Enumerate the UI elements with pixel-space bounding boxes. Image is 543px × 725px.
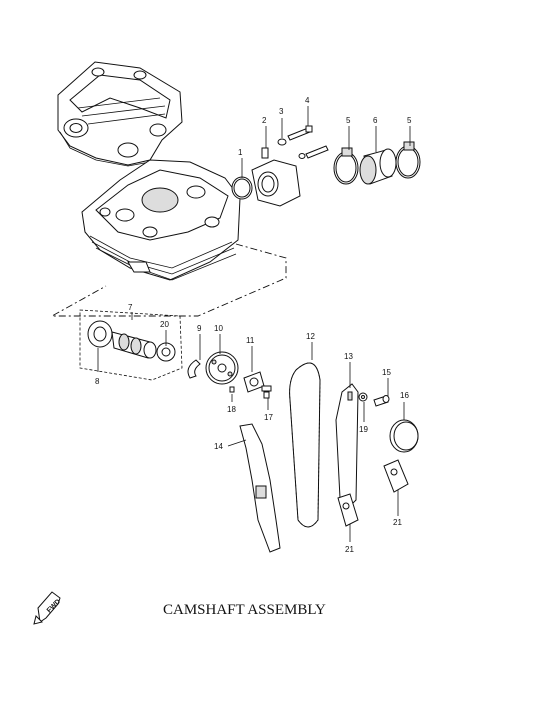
leader-lines bbox=[97, 106, 411, 542]
bolt-17 bbox=[261, 385, 272, 399]
plate-21b bbox=[337, 493, 359, 527]
cap-16 bbox=[389, 419, 419, 453]
bolt-4 bbox=[287, 125, 329, 159]
callout-15: 15 bbox=[382, 368, 391, 377]
callout-14: 14 bbox=[214, 442, 223, 451]
callout-16: 16 bbox=[400, 391, 409, 400]
timing-chain bbox=[289, 362, 321, 528]
intake-pipe-2 bbox=[251, 147, 301, 207]
fwd-arrow-icon: FWD bbox=[33, 591, 62, 625]
callout-7: 7 bbox=[128, 303, 133, 312]
callout-12: 12 bbox=[306, 332, 315, 341]
chain-tensioner-guide bbox=[335, 383, 359, 507]
callout-labels: 1 2 3 4 5 6 5 7 20 8 9 10 11 12 13 18 17… bbox=[95, 96, 412, 554]
bolt-15 bbox=[373, 395, 390, 407]
callout-8: 8 bbox=[95, 377, 100, 386]
callout-13: 13 bbox=[344, 352, 353, 361]
pin-18 bbox=[229, 386, 235, 393]
callout-4: 4 bbox=[305, 96, 310, 105]
intake-joint-6 bbox=[359, 148, 397, 185]
callout-19: 19 bbox=[359, 425, 368, 434]
plate-11 bbox=[243, 371, 265, 393]
diagram-title: CAMSHAFT ASSEMBLY bbox=[163, 602, 326, 618]
callout-6: 6 bbox=[373, 116, 378, 125]
chain-guide bbox=[239, 423, 281, 553]
callout-21b: 21 bbox=[345, 545, 354, 554]
plate-21a bbox=[383, 459, 409, 493]
callout-1: 1 bbox=[238, 148, 243, 157]
washer-19 bbox=[358, 392, 368, 402]
callout-18: 18 bbox=[227, 405, 236, 414]
callout-17: 17 bbox=[264, 413, 273, 422]
o-ring-1 bbox=[231, 176, 253, 200]
cylinder-head bbox=[81, 159, 241, 281]
camshaft bbox=[87, 320, 176, 362]
washer-3 bbox=[277, 138, 287, 146]
cam-sprocket bbox=[205, 351, 239, 385]
callout-11: 11 bbox=[246, 336, 255, 345]
cylinder-head-cover bbox=[57, 61, 183, 167]
callout-21a: 21 bbox=[393, 518, 402, 527]
callout-2: 2 bbox=[262, 116, 267, 125]
callout-10: 10 bbox=[214, 324, 223, 333]
hose-clamp-5b bbox=[395, 141, 421, 179]
callout-20: 20 bbox=[160, 320, 169, 329]
callout-5a: 5 bbox=[346, 116, 351, 125]
stopper-9 bbox=[187, 359, 201, 379]
callout-9: 9 bbox=[197, 324, 202, 333]
callout-5b: 5 bbox=[407, 116, 412, 125]
callout-3: 3 bbox=[279, 107, 284, 116]
camshaft-group-box bbox=[79, 309, 183, 381]
hose-clamp-5a bbox=[333, 147, 359, 185]
